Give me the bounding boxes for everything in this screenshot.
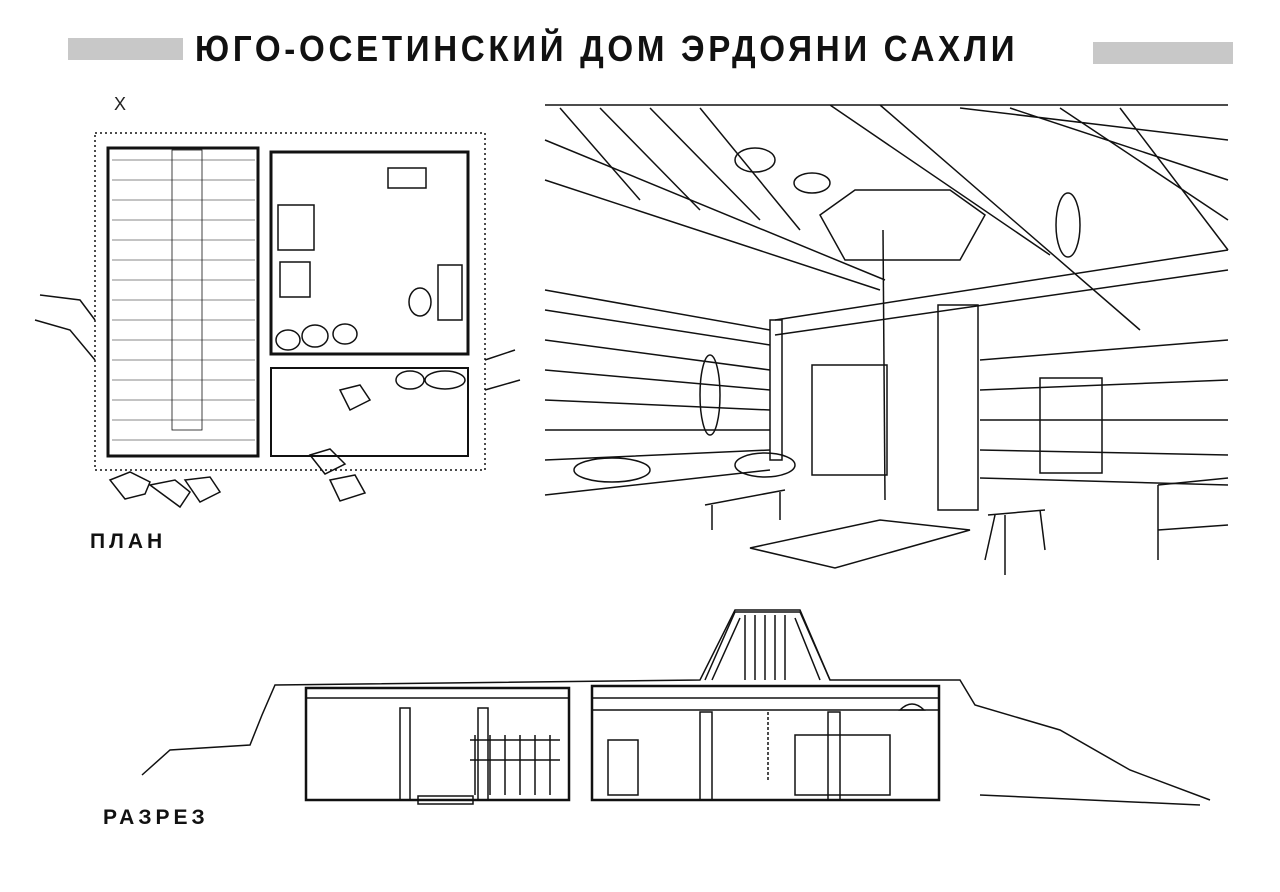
north-mark: X (114, 94, 127, 114)
page-title: ЮГО-ОСЕТИНСКИЙ ДОМ ЭРДОЯНИ САХЛИ (195, 28, 1019, 69)
section-label: РАЗРЕЗ (103, 806, 209, 829)
title-bar-right (1093, 42, 1233, 64)
plan-label: ПЛАН (90, 530, 167, 553)
cross-section (141, 609, 1211, 806)
floor-plan (34, 132, 521, 509)
interior-perspective (544, 104, 1229, 575)
title-bar-left (68, 38, 183, 60)
